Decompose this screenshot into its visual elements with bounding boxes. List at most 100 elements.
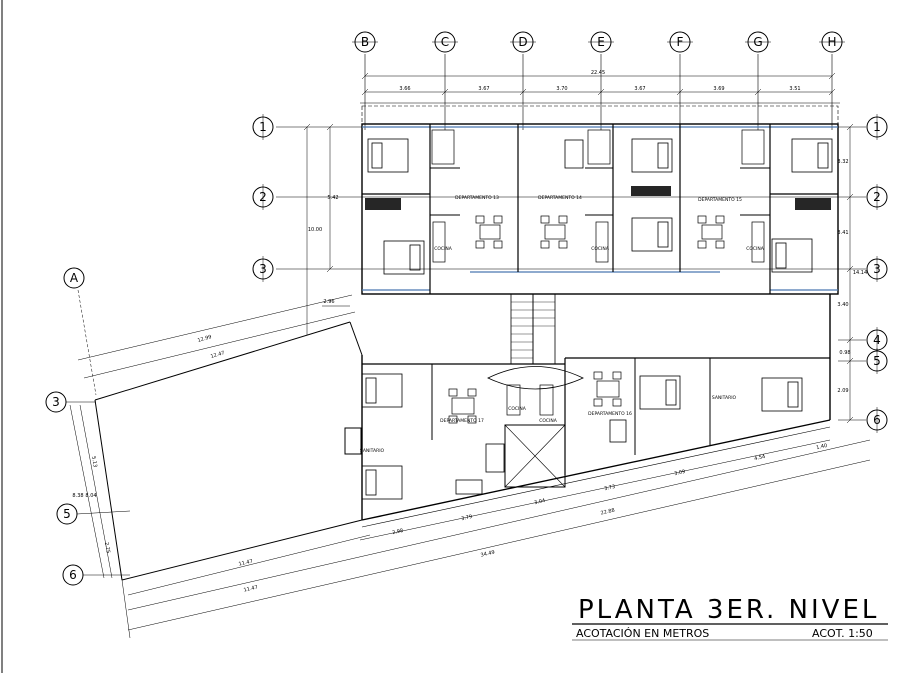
dim-bottom-3: 3.04 <box>534 498 546 506</box>
room-label-dept13: DEPARTAMENTO 13 <box>455 195 499 201</box>
svg-text:A: A <box>70 271 79 285</box>
dim-top-total: 22.45 <box>591 70 605 76</box>
top-axis-bubbles: B C D E F G H <box>352 31 845 53</box>
upper-beds <box>367 138 833 275</box>
svg-text:E: E <box>597 35 605 49</box>
upper-fixtures <box>431 129 765 263</box>
room-label-dept15: DEPARTAMENTO 15 <box>698 197 742 203</box>
axis-bubble-g: G <box>745 31 771 53</box>
dim-ll-5: 8.04 <box>85 493 96 499</box>
dim-top-6: 3.51 <box>789 86 800 92</box>
axis-bubble-left-3: 3 <box>252 256 274 282</box>
room-label-cocina-17: COCINA <box>508 406 527 412</box>
dim-top-4: 3.67 <box>634 86 645 92</box>
axis-gridlines <box>276 54 866 421</box>
dim-ll-2: 12.47 <box>210 350 225 360</box>
left-dimension-lines <box>303 123 350 335</box>
dim-left-3: 2.96 <box>323 299 334 305</box>
axis-bubble-left-1: 1 <box>252 114 274 140</box>
dim-bottom-7: 1.40 <box>816 443 828 451</box>
upper-dining-sets <box>475 215 725 249</box>
svg-text:1: 1 <box>259 120 267 134</box>
dim-ll-4: 8.38 <box>72 493 83 499</box>
axis-bubble-right-2: 2 <box>866 184 888 210</box>
lower-beds <box>361 373 803 500</box>
scale-note: ACOT. 1:50 <box>812 627 873 640</box>
dim-bottom-2: 3.79 <box>461 514 473 522</box>
svg-text:5: 5 <box>63 507 71 521</box>
room-label-dept14: DEPARTAMENTO 14 <box>538 195 582 201</box>
svg-text:G: G <box>753 35 762 49</box>
axis-bubble-b: B <box>352 31 378 53</box>
axis-bubble-right-6: 6 <box>866 407 888 433</box>
svg-text:H: H <box>827 35 836 49</box>
svg-text:6: 6 <box>69 568 77 582</box>
svg-text:2: 2 <box>259 190 267 204</box>
plan-title: PLANTA 3ER. NIVEL <box>578 595 879 625</box>
dim-bottom-11: 34.49 <box>480 549 495 558</box>
dim-left-2: 5.42 <box>327 195 338 201</box>
dim-right-4: 3.40 <box>837 302 848 308</box>
room-label-sanitario-17: SANITARIO <box>360 448 385 454</box>
upper-block <box>361 105 839 295</box>
axis-bubble-c: C <box>432 31 458 53</box>
room-label-sanitario-16: SANITARIO <box>712 395 737 401</box>
axis-bubble-right-3: 3 <box>866 256 888 282</box>
lower-left-axis-bubbles: A 3 5 6 <box>45 267 131 586</box>
svg-text:6: 6 <box>873 413 881 427</box>
axis-bubble-f: F <box>667 31 693 53</box>
dim-left-1: 10.00 <box>308 227 322 233</box>
dim-bottom-8: 22.88 <box>600 507 615 516</box>
room-label-cocina-16: COCINA <box>539 418 558 424</box>
svg-text:C: C <box>441 35 449 49</box>
dim-bottom-9: 11.47 <box>238 558 253 567</box>
svg-text:D: D <box>518 35 527 49</box>
axis-bubble-d: D <box>510 31 536 53</box>
axis-a-line <box>77 289 97 396</box>
axis-bubble-right-1: 1 <box>866 114 888 140</box>
lower-block <box>344 294 831 528</box>
svg-text:3: 3 <box>259 262 267 276</box>
svg-text:5: 5 <box>873 354 881 368</box>
units-note: ACOTACIÓN EN METROS <box>576 627 709 640</box>
axis-bubble-lower-6: 6 <box>62 564 84 586</box>
dim-top-5: 3.69 <box>713 86 724 92</box>
right-dimension-lines <box>846 123 854 424</box>
svg-text:3: 3 <box>873 262 881 276</box>
dim-right-6: 2.09 <box>837 388 848 394</box>
axis-bubble-lower-3: 3 <box>45 391 67 413</box>
dim-top-3: 3.70 <box>556 86 567 92</box>
lower-dining-sets <box>448 371 622 424</box>
central-stair <box>487 293 584 390</box>
dim-ll-3: 5.13 <box>90 456 98 468</box>
axis-bubble-a: A <box>63 267 85 289</box>
svg-text:B: B <box>361 35 369 49</box>
dim-top-1: 3.66 <box>399 86 410 92</box>
svg-text:4: 4 <box>873 333 881 347</box>
axis-bubble-left-2: 2 <box>252 184 274 210</box>
dim-top-2: 3.67 <box>478 86 489 92</box>
dim-right-3: 14.14 <box>853 270 867 276</box>
dim-ll-6: 2.75 <box>103 542 111 554</box>
axis-bubble-lower-5: 5 <box>56 503 78 525</box>
dim-right-5: 0.98 <box>839 350 850 356</box>
axis-bubble-e: E <box>588 31 614 53</box>
room-label-dept16: DEPARTAMENTO 16 <box>588 411 632 417</box>
left-axis-bubbles: 1 2 3 <box>252 114 274 282</box>
axis-bubble-h: H <box>819 31 845 53</box>
room-label-cocina-15: COCINA <box>746 246 765 252</box>
dim-bottom-10: 11.47 <box>243 584 258 593</box>
dim-right-2: 3.41 <box>837 230 848 236</box>
dim-bottom-1: 2.98 <box>392 528 404 536</box>
dim-bottom-4: 3.73 <box>604 484 616 492</box>
right-axis-bubbles: 1 2 3 4 5 6 <box>866 114 888 433</box>
top-dimension-lines <box>360 72 840 104</box>
title-block: PLANTA 3ER. NIVEL ACOTACIÓN EN METROS AC… <box>572 595 888 641</box>
svg-text:1: 1 <box>873 120 881 134</box>
room-label-cocina-13: COCINA <box>434 246 453 252</box>
upper-stair-hatches <box>365 186 831 210</box>
dim-ll-1: 12.99 <box>197 334 212 344</box>
dim-right-1: 3.32 <box>837 159 848 165</box>
axis-bubble-right-5: 5 <box>866 348 888 374</box>
